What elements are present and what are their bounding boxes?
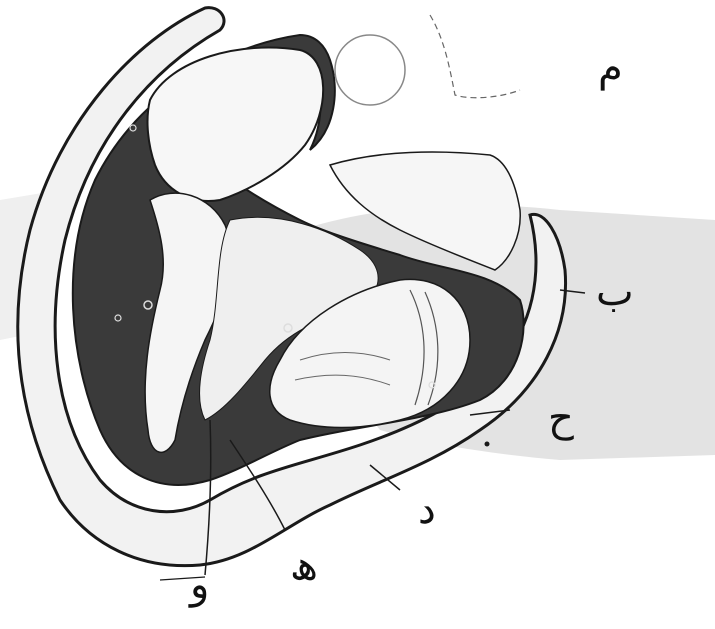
faint-circle [335,35,405,105]
label-b: ب [596,272,634,312]
label-a: م [598,48,623,88]
faint-outline [430,15,520,98]
dot-marker [485,442,490,447]
label-c: ح [548,398,574,438]
label-d: د [418,490,436,530]
label-e: ھ [290,546,318,586]
label-f: و [190,565,209,605]
upper-chamber [148,47,324,201]
